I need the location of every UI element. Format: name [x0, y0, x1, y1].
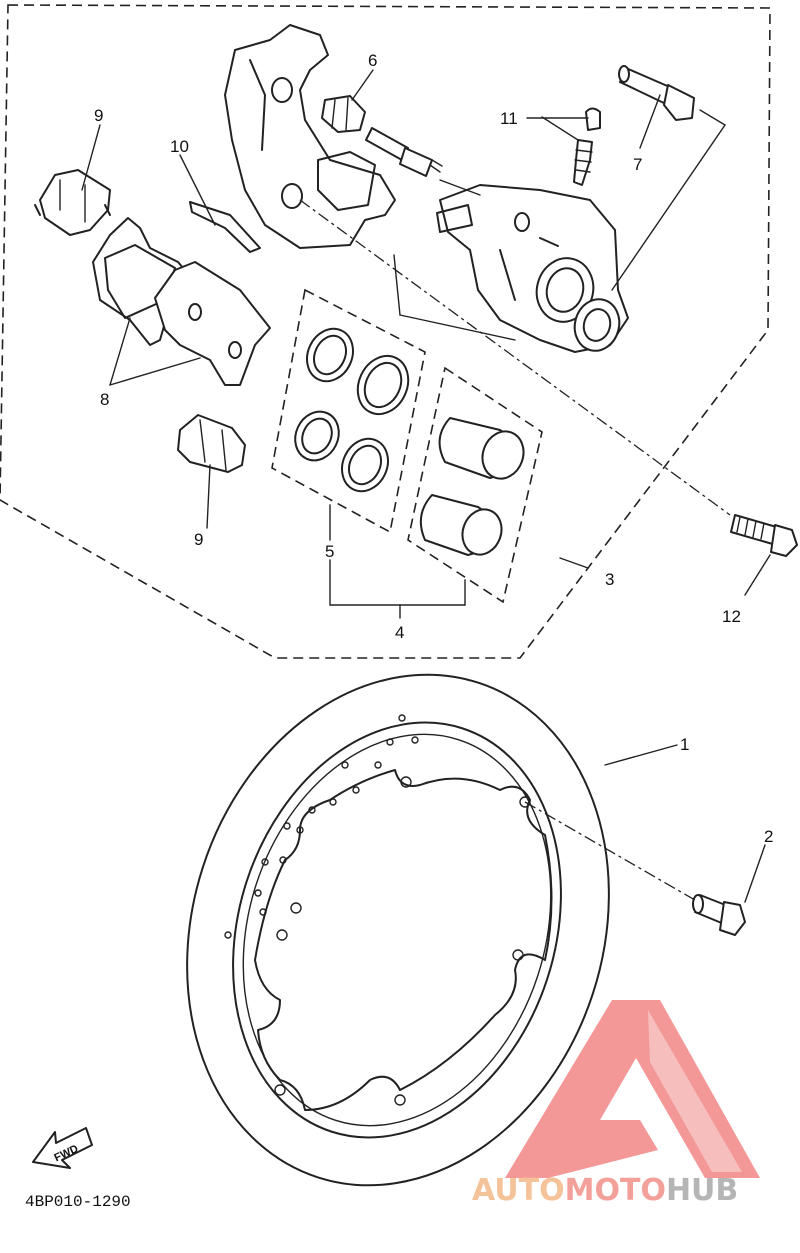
bleed-screw	[573, 107, 601, 186]
caliper-pistons	[419, 417, 525, 556]
caliper-assembly-boundary	[0, 4, 771, 659]
callout-9-lower: 9	[194, 530, 203, 549]
callout-6: 6	[368, 51, 377, 70]
slide-pin	[365, 127, 443, 177]
callout-1: 1	[680, 735, 689, 754]
callout-10: 10	[170, 137, 189, 156]
pad-spring-upper	[34, 169, 111, 236]
caliper-mounting-bolt	[730, 514, 798, 557]
automotohub-logo-icon	[505, 1000, 760, 1178]
watermark-text: AUTOMOTOHUB	[472, 1173, 738, 1208]
callout-3: 3	[605, 570, 614, 589]
brake-pads	[92, 217, 271, 386]
watermark-auto: AUTO	[472, 1173, 565, 1208]
caliper-bracket	[224, 24, 396, 249]
watermark-moto: MOTO	[565, 1173, 666, 1208]
watermark-hub: HUB	[666, 1173, 738, 1208]
forward-direction-arrow: FWD	[32, 1127, 93, 1169]
callout-11: 11	[500, 109, 518, 128]
callout-7: 7	[633, 155, 642, 174]
leader-lines	[81, 69, 771, 903]
caliper-bolt-upper	[618, 65, 695, 121]
callout-2: 2	[764, 827, 773, 846]
callout-4: 4	[395, 623, 404, 642]
seal-kit-box	[271, 288, 426, 534]
diagram-code: 4BP010-1290	[25, 1193, 131, 1211]
callout-9-upper: 9	[94, 106, 103, 125]
callout-labels: 1 2 3 4 5 6 7 8 9 9 10 11 12	[94, 51, 773, 846]
caliper-body	[436, 184, 629, 353]
callout-12: 12	[722, 607, 741, 626]
disc-bolt	[692, 894, 746, 936]
callout-8: 8	[100, 390, 109, 409]
logo-inner-triangle	[648, 1010, 742, 1172]
piston-kit-box	[407, 366, 543, 604]
callout-5: 5	[325, 542, 334, 561]
brake-disc	[186, 673, 610, 1187]
disc-holes	[224, 714, 531, 1106]
pad-spring-lower	[177, 414, 246, 473]
pad-clip	[189, 201, 261, 253]
caliper-pin	[321, 95, 366, 133]
piston-seals	[294, 327, 410, 493]
